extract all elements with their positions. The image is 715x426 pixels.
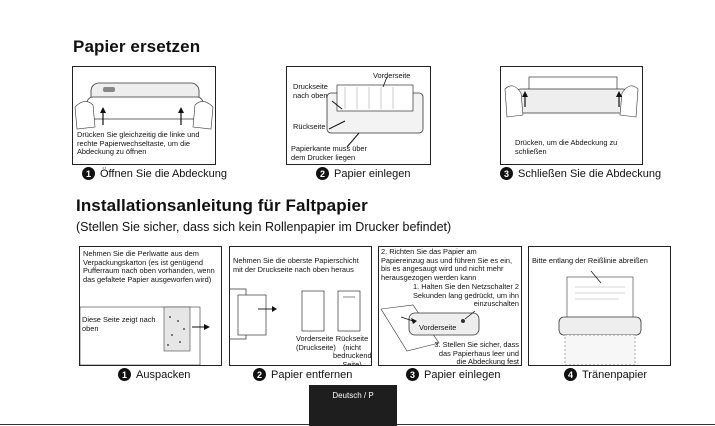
- step3-caption: 3 Schließen Sie die Abdeckung: [500, 167, 661, 180]
- step-number: 4: [564, 368, 577, 381]
- section2-title: Installationsanleitung für Faltpapier: [76, 196, 368, 215]
- printer-tear-illustration: [558, 270, 642, 365]
- install-step2-caption: 2 Papier entfernen: [253, 368, 352, 381]
- step-label: Papier entfernen: [271, 368, 353, 381]
- install-step3-caption: 3 Papier einlegen: [406, 368, 500, 381]
- front-side-label: Vorderseite (Druckseite): [296, 334, 336, 352]
- label-vorderseite-load: Vorderseite: [419, 323, 457, 332]
- box-foam-illustration: [80, 306, 210, 365]
- panel1-instruction: Drücken Sie gleichzeitig die linke und r…: [77, 130, 200, 157]
- label-druckseite: Druckseite nach oben: [293, 82, 328, 100]
- step-number: 1: [82, 167, 95, 180]
- language-tab: Deutsch / P: [309, 385, 397, 426]
- language-label: Deutsch / P: [332, 391, 374, 400]
- printer-paper-illustration: [326, 76, 424, 148]
- section1-title: Papier ersetzen: [73, 37, 201, 56]
- printer-open-illustration: [74, 82, 214, 130]
- unpack-instruction: Nehmen Sie die Perlwatte aus dem Verpack…: [83, 249, 215, 284]
- step-number: 1: [118, 368, 131, 381]
- label-rueckseite: Rückseite: [293, 122, 326, 131]
- label-vorderseite: Vorderseite: [373, 71, 411, 80]
- illustration-open-cover: Drücken Sie gleichzeitig die linke und r…: [72, 66, 216, 165]
- install-step1-caption: 1 Auspacken: [118, 368, 190, 381]
- panel3-instruction: Drücken, um die Abdeckung zu schließen: [515, 138, 618, 156]
- step-label: Auspacken: [136, 368, 191, 381]
- printer-closed-illustration: [504, 76, 639, 118]
- label-papierkante: Papierkante muss über dem Drucker liegen: [291, 144, 367, 162]
- load-step1-text: 1. Halten Sie den Netzschalter 2 Sekunde…: [413, 282, 520, 309]
- step-number: 2: [316, 167, 329, 180]
- printer-feed-illustration: [380, 304, 480, 352]
- step1-caption: 1 Öffnen Sie die Abdeckung: [82, 167, 227, 180]
- illustration-insert-paper: Vorderseite Druckseite nach oben Rücksei…: [286, 66, 431, 165]
- section2-subtitle: (Stellen Sie sicher, dass sich kein Roll…: [76, 220, 452, 234]
- load-step3-text: 3. Stellen Sie sicher, dass das Papierha…: [434, 340, 519, 366]
- illustration-close-cover: Drücken, um die Abdeckung zu schließen: [500, 66, 643, 165]
- step-number: 3: [500, 167, 513, 180]
- step-label: Papier einlegen: [424, 368, 501, 381]
- step-label: Papier einlegen: [334, 167, 411, 180]
- illustration-tear-paper: Bitte entlang der Reißlinie abreißen: [528, 246, 671, 366]
- step-label: Tränenpapier: [582, 368, 648, 381]
- remove-paper-instruction: Nehmen Sie die oberste Papierschicht mit…: [233, 256, 359, 274]
- install-step4-caption: 4 Tränenpapier: [564, 368, 647, 381]
- illustration-load-paper: 2. Richten Sie das Papier am Papiereinzu…: [378, 246, 522, 366]
- illustration-unpack: Nehmen Sie die Perlwatte aus dem Verpack…: [79, 246, 222, 366]
- paper-sheets-illustration: [230, 288, 361, 340]
- step-label: Schließen Sie die Abdeckung: [518, 167, 662, 180]
- load-step2-text: 2. Richten Sie das Papier am Papiereinzu…: [381, 247, 513, 282]
- step-number: 2: [253, 368, 266, 381]
- back-side-label: Rückseite (nicht bedruckende Seite): [333, 334, 372, 366]
- illustration-remove-paper: Nehmen Sie die oberste Papierschicht mit…: [229, 246, 372, 366]
- foam-side-label: Diese Seite zeigt nach oben: [82, 315, 156, 333]
- step2-caption: 2 Papier einlegen: [316, 167, 410, 180]
- step-label: Öffnen Sie die Abdeckung: [100, 167, 228, 180]
- tear-instruction: Bitte entlang der Reißlinie abreißen: [532, 256, 648, 265]
- step-number: 3: [406, 368, 419, 381]
